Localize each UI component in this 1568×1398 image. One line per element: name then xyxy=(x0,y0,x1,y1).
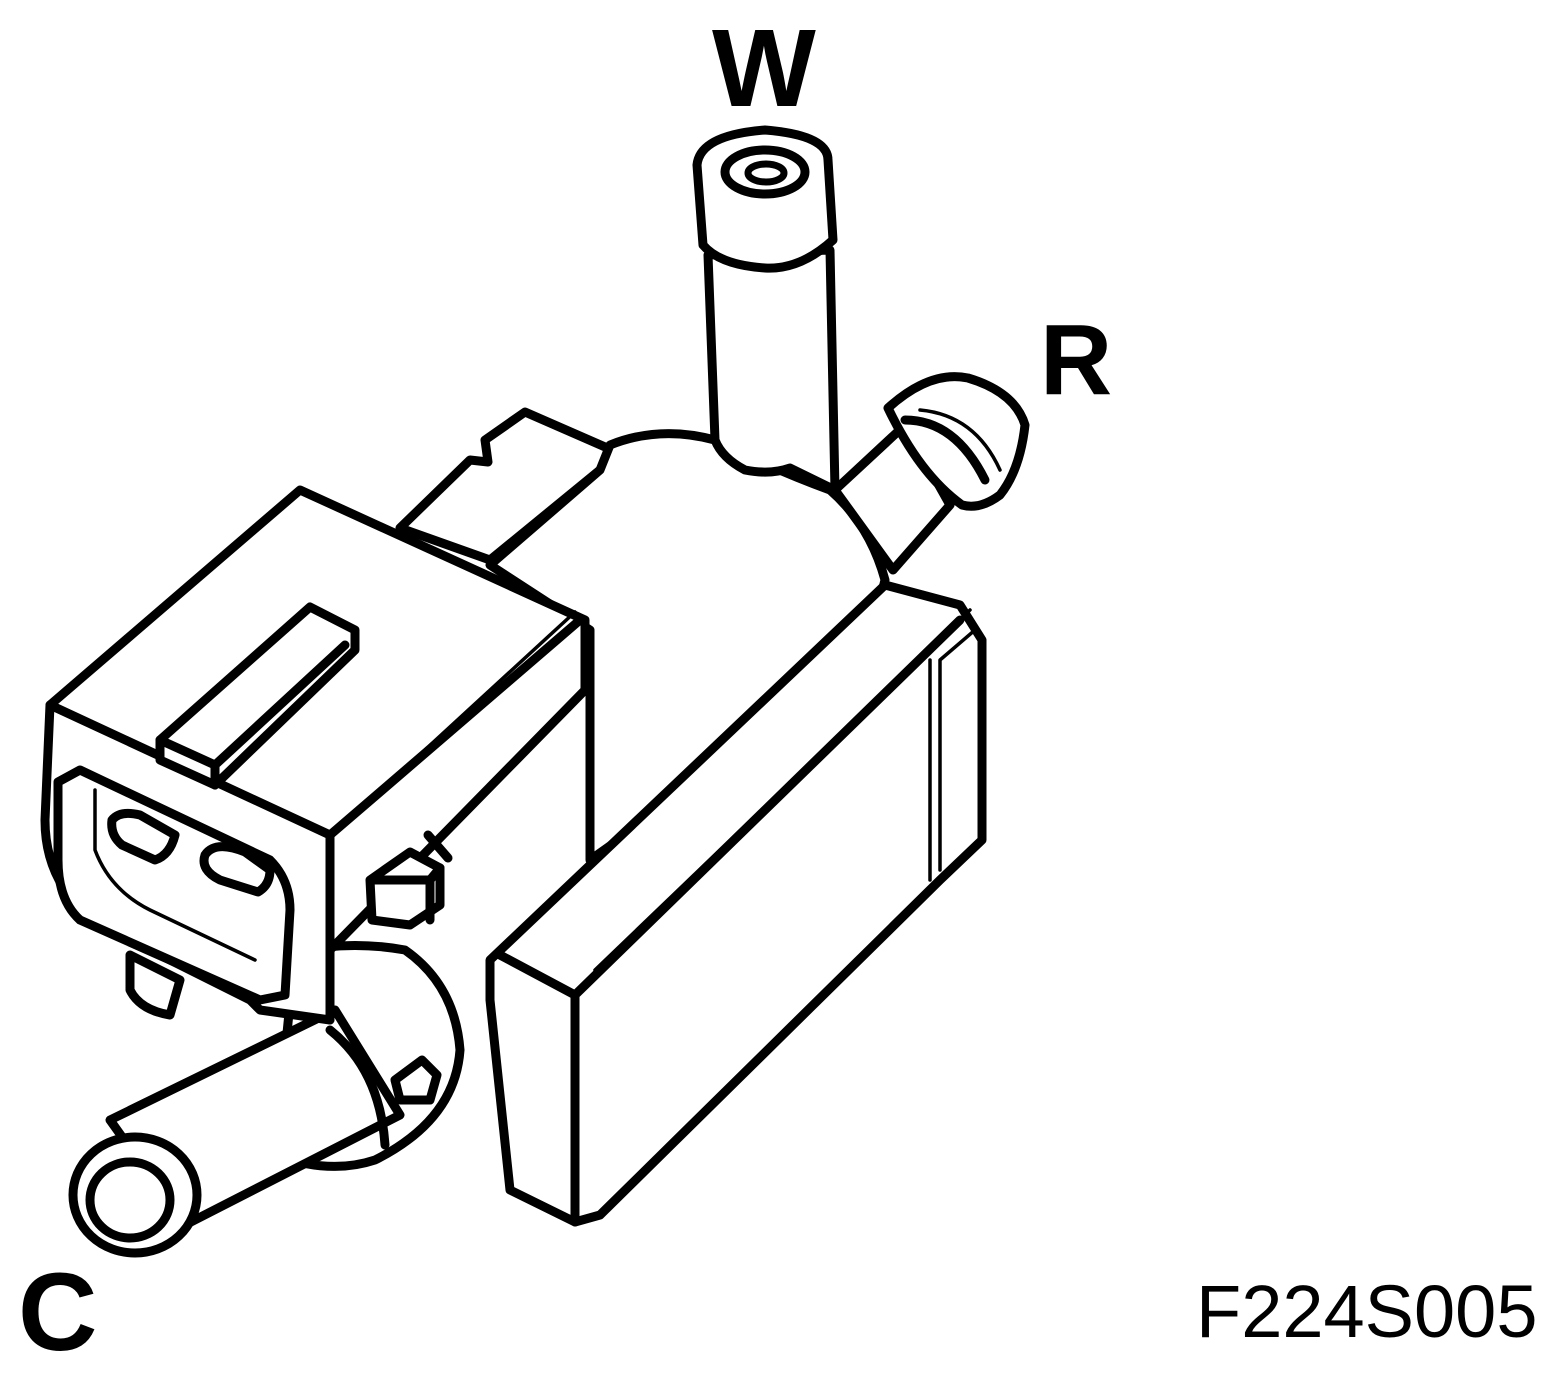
valve-body xyxy=(485,429,890,865)
port-w-label: W xyxy=(712,7,816,130)
port-w-pipe xyxy=(692,125,840,495)
port-c-label: C xyxy=(18,1251,98,1374)
port-r-pipe xyxy=(830,372,1030,575)
figure-code: F224S005 xyxy=(1196,1270,1538,1353)
port-c-pipe xyxy=(68,940,465,1258)
mounting-tab xyxy=(125,950,185,1020)
connector-housing xyxy=(40,485,590,1025)
port-r-label: R xyxy=(1040,304,1113,416)
front-block xyxy=(485,580,987,1227)
